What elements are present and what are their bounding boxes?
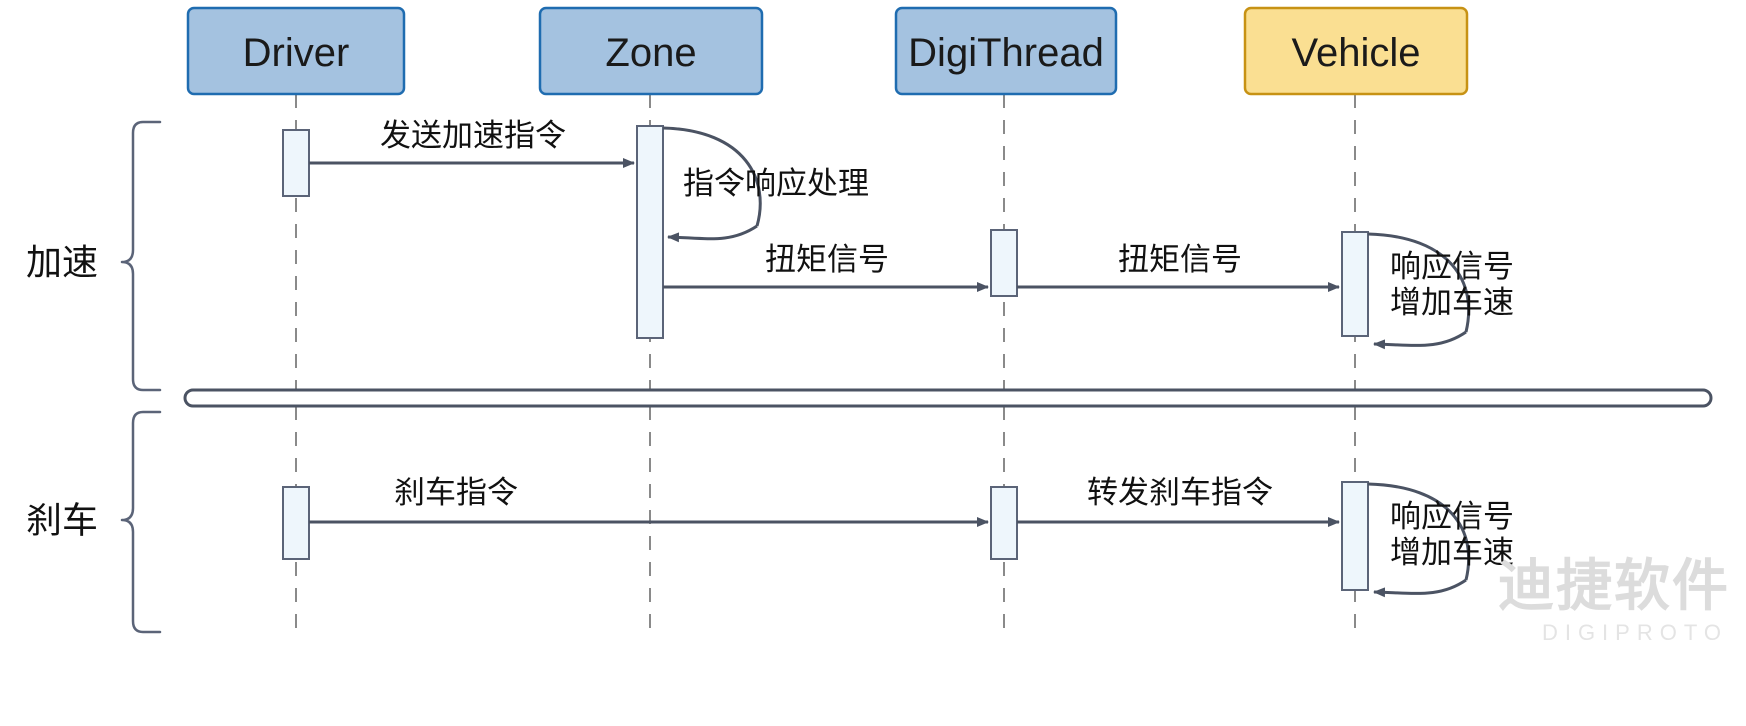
message-label-torque-signal-2: 扭矩信号 [1118, 242, 1242, 277]
message-vehicle-response-accelerate[interactable]: 响应信号 增加车速 [1367, 232, 1514, 350]
brace-accelerate [120, 120, 162, 392]
group-brake: 刹车 [26, 410, 162, 634]
group-label-accelerate: 加速 [26, 242, 98, 283]
activation-vehicle-brake [1341, 481, 1369, 591]
activation-driver-accelerate [282, 129, 310, 197]
message-torque-signal-zone-to-digithread[interactable]: 扭矩信号 [663, 242, 989, 292]
activation-digithread-accelerate [990, 229, 1018, 297]
participant-vehicle[interactable]: Vehicle [1243, 6, 1469, 96]
message-label-brake-command: 刹车指令 [394, 475, 518, 510]
watermark: 迪捷软件 DIGIPROTO [1498, 554, 1730, 645]
participant-vehicle-box[interactable] [1243, 6, 1469, 96]
participant-driver-label: Driver [243, 31, 350, 75]
activation-driver-brake [282, 486, 310, 560]
message-torque-signal-digithread-to-vehicle[interactable]: 扭矩信号 [1017, 242, 1340, 292]
participant-digithread[interactable]: DigiThread [894, 6, 1118, 96]
activation-vehicle-accelerate [1341, 231, 1369, 337]
participant-driver-box[interactable] [186, 6, 406, 96]
message-label-vehicle-response-2-line2: 增加车速 [1390, 535, 1514, 570]
message-vehicle-response-brake[interactable]: 响应信号 增加车速 [1367, 482, 1514, 598]
message-label-vehicle-response-1-line2: 增加车速 [1390, 285, 1514, 320]
group-label-brake: 刹车 [26, 500, 98, 541]
participant-zone-label: Zone [605, 31, 696, 75]
watermark-chinese-text: 迪捷软件 [1498, 554, 1730, 617]
group-accelerate: 加速 [26, 120, 162, 392]
participant-zone[interactable]: Zone [538, 6, 764, 96]
message-forward-brake-command[interactable]: 转发刹车指令 [1017, 475, 1340, 527]
activation-bars-group [282, 125, 1369, 591]
watermark-english-text: DIGIPROTO [1542, 620, 1728, 645]
message-label-forward-brake-command: 转发刹车指令 [1087, 475, 1273, 510]
participant-vehicle-label: Vehicle [1292, 31, 1421, 75]
message-brake-command[interactable]: 刹车指令 [309, 475, 989, 527]
participant-digithread-box[interactable] [894, 6, 1118, 96]
message-label-vehicle-response-1-line1: 响应信号 [1390, 249, 1514, 284]
participant-driver[interactable]: Driver [186, 6, 406, 96]
message-send-accelerate-command[interactable]: 发送加速指令 [309, 118, 635, 168]
message-arc-5-out [1367, 232, 1471, 333]
message-arc-8-back [1373, 578, 1467, 598]
message-command-response-handling[interactable]: 指令响应处理 [662, 126, 869, 243]
brace-brake [120, 410, 162, 634]
section-divider-bar [183, 388, 1713, 408]
message-arc-2-back [667, 224, 758, 243]
activation-zone-accelerate [636, 125, 664, 339]
message-label-send-accelerate-command: 发送加速指令 [380, 118, 566, 153]
message-arc-2-out [662, 126, 762, 227]
participant-zone-box[interactable] [538, 6, 764, 96]
message-arc-8-out [1367, 482, 1471, 581]
message-label-torque-signal-1: 扭矩信号 [765, 242, 889, 277]
message-arc-5-back [1373, 330, 1467, 350]
participant-digithread-label: DigiThread [908, 31, 1104, 75]
activation-digithread-brake [990, 486, 1018, 560]
message-label-vehicle-response-2-line1: 响应信号 [1390, 499, 1514, 534]
message-label-command-response-handling: 指令响应处理 [683, 166, 869, 201]
